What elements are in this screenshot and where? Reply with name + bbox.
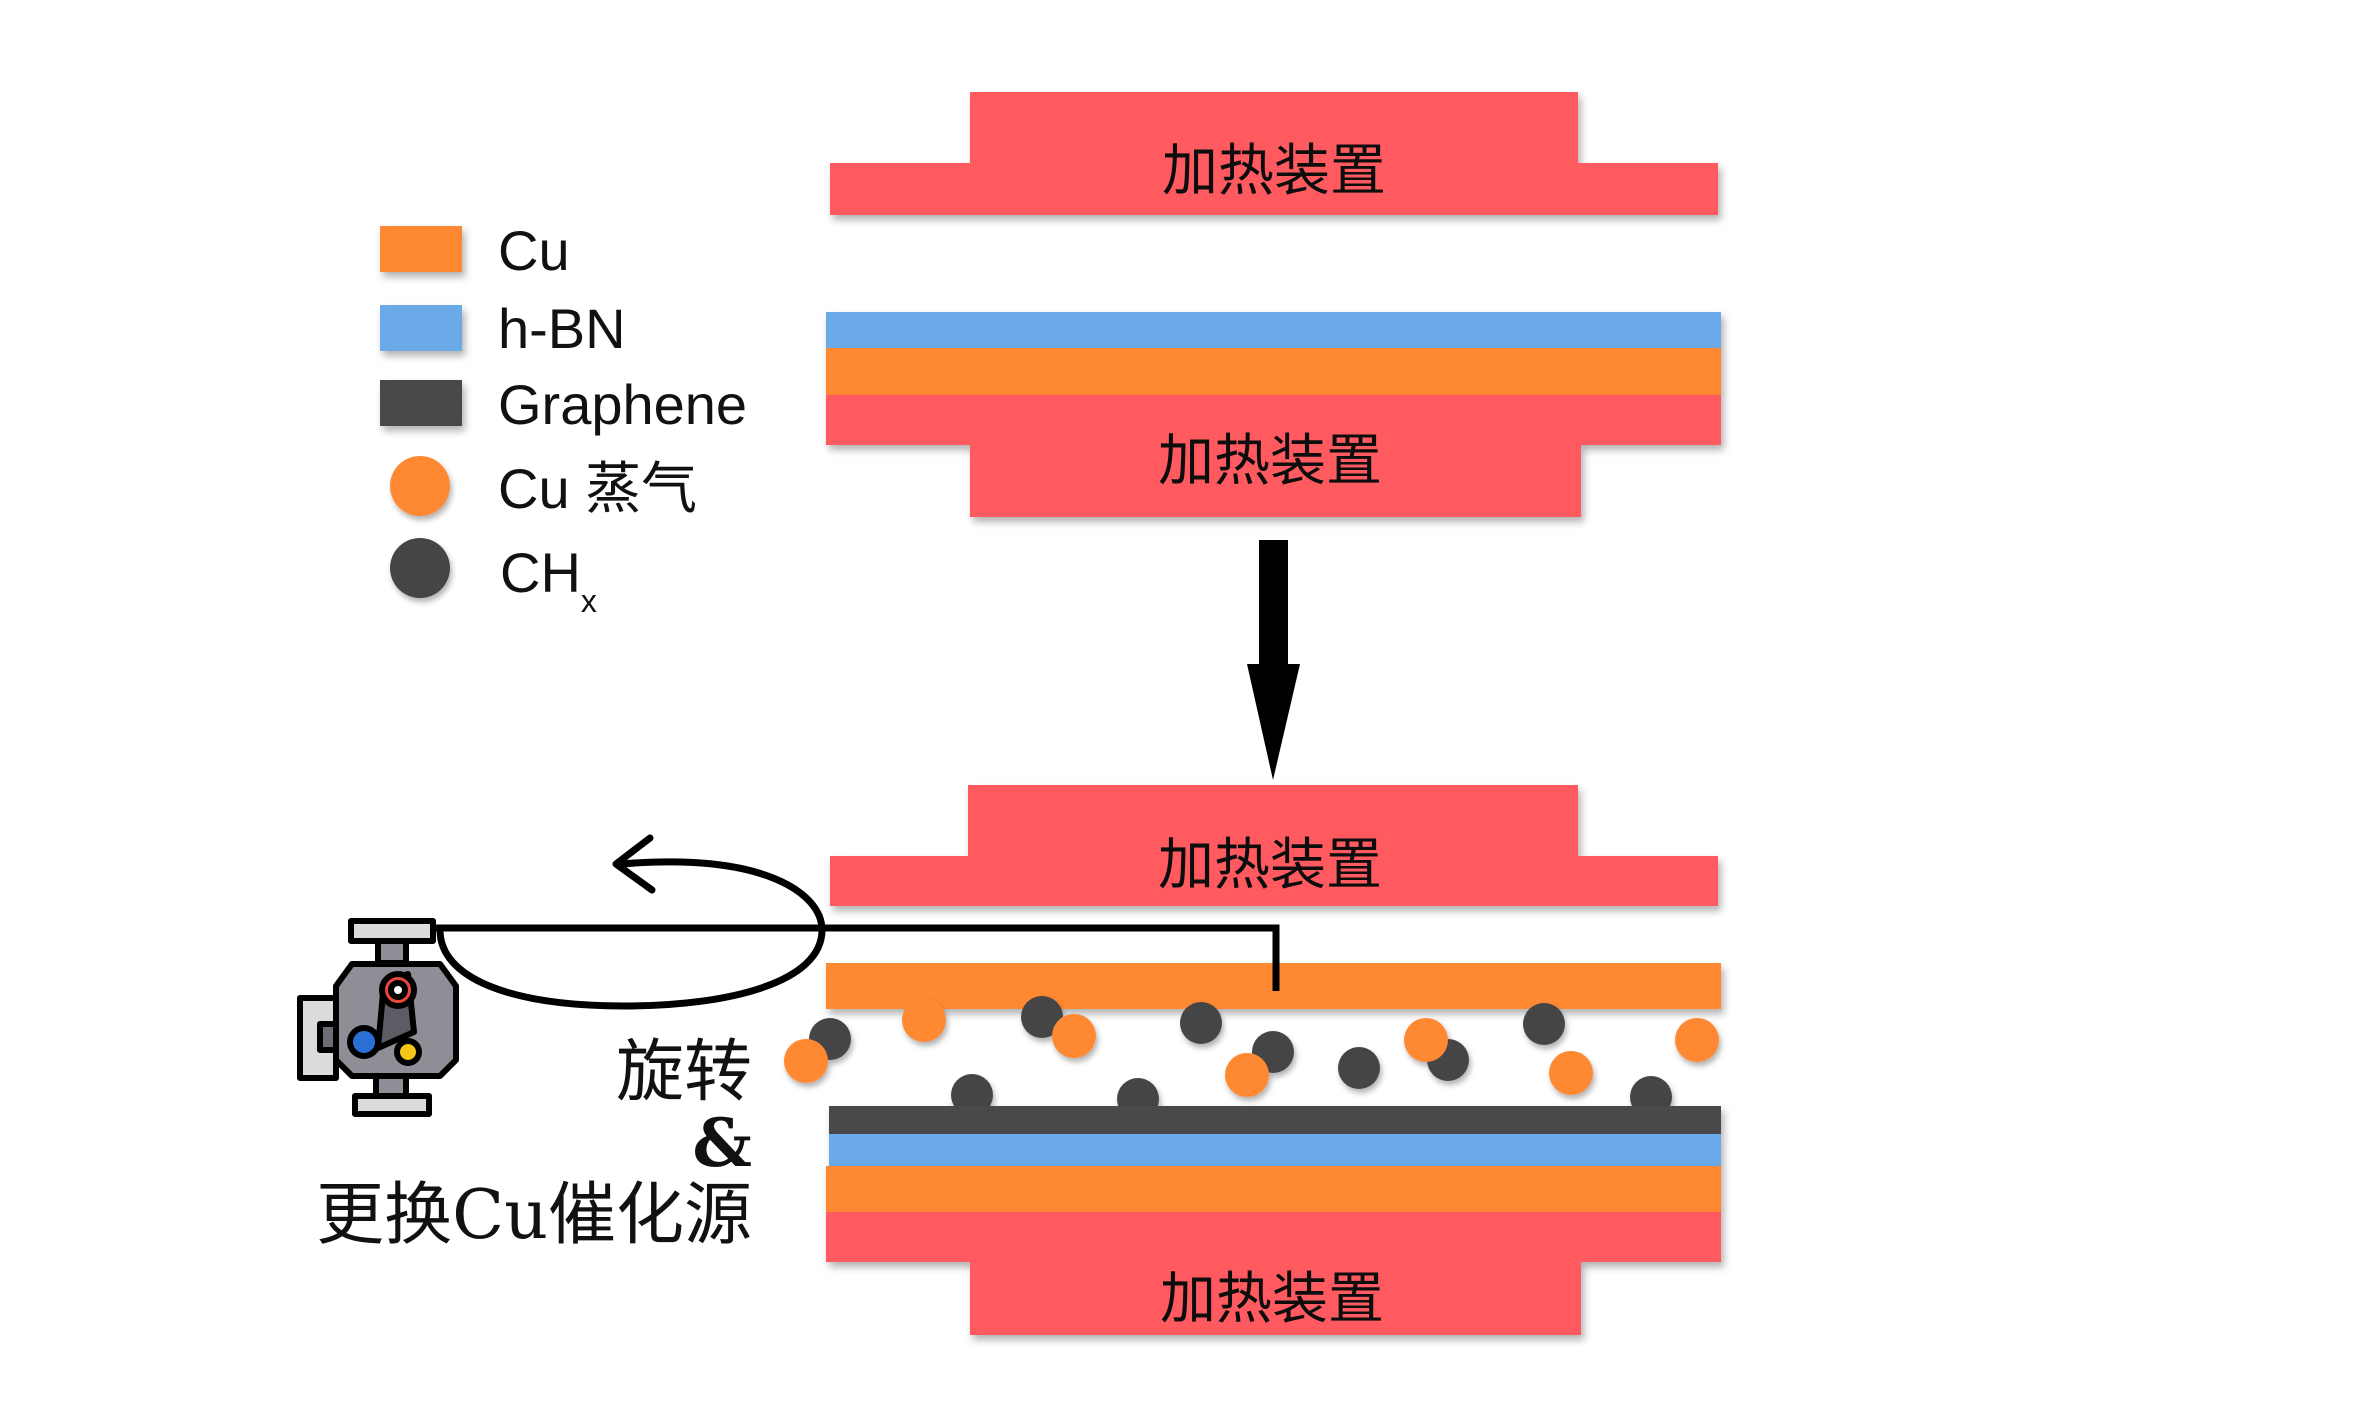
heater-bottom-2-shape [826,1212,1721,1335]
heater-top-1-label: 加热装置 [1162,139,1386,204]
ampersand-label: & [692,1104,752,1182]
cu-vapor-particle [784,1039,828,1083]
cu-vapor-particle [1225,1053,1269,1097]
legend-swatch-cu [380,226,462,272]
cu-vapor-particle [1675,1018,1719,1062]
hbn-layer-bottom [829,1134,1721,1166]
graphene-layer [829,1106,1721,1134]
manipulator-arm [428,924,1280,991]
legend-label-chx-main: CH [500,541,581,604]
manipulator-pulley-blue [347,1025,381,1059]
heater-top-1-shape [830,92,1718,215]
legend-item-chx: CHx [390,538,597,619]
bottom-stage: 加热装置 [784,785,1721,1335]
down-arrow-head [1247,664,1300,780]
heater-bottom-1: 加热装置 [830,785,1718,906]
legend-swatch-hbn [380,305,462,351]
top-stage: 加热装置 加热装置 [826,92,1721,517]
down-arrow-icon [1247,540,1300,780]
manipulator-pulley-yellow [394,1038,422,1066]
hbn-layer-top [826,312,1721,348]
heater-top-1: 加热装置 [830,92,1718,215]
legend-label-chx-subscript: x [581,583,597,619]
legend-item-graphene: Graphene [380,373,747,436]
rotation-loop [436,858,826,1010]
rotate-label: 旋转 [616,1033,752,1112]
legend-item-cu-vapor: Cu 蒸气 [390,456,697,520]
legend-label-chx: CHx [500,541,597,619]
heater-bottom-1-label: 加热装置 [1158,833,1382,898]
legend-item-cu: Cu [380,219,570,282]
manipulator-side-knob [317,1021,339,1053]
particle-cloud [784,996,1719,1120]
legend-swatch-cu-vapor [390,456,450,516]
cu-vapor-particle [902,998,946,1042]
legend-item-hbn: h-BN [380,297,626,360]
heater-top-2-label: 加热装置 [1158,429,1382,494]
cu-layer-bottom [826,1166,1721,1212]
legend-label-hbn: h-BN [498,297,626,360]
legend: Cu h-BN Graphene Cu 蒸气 CHx [380,219,747,619]
manipulator-foot [352,1093,432,1117]
down-arrow-shaft [1259,540,1288,668]
cu-layer-top [826,348,1721,395]
cu-vapor-particle [1052,1014,1096,1058]
chx-particle [1021,996,1063,1038]
heater-bottom-1-shape [830,785,1718,906]
manipulator-pulley-red-core [388,980,408,1000]
manipulator-handle-post [375,938,409,966]
legend-label-cu-vapor: Cu 蒸气 [498,457,697,520]
replace-cu-source-label: 更换Cu催化源 [316,1176,752,1255]
rotation-arrow-icon [428,834,1280,1010]
heater-top-2-shape [826,395,1721,517]
heater-top-2: 加热装置 [826,395,1721,517]
chx-particle [951,1074,993,1116]
operation-labels: 旋转 & 更换Cu催化源 [316,1033,752,1255]
chx-particle [1338,1047,1380,1089]
legend-label-cu: Cu [498,219,570,282]
rotation-arrowhead [612,834,656,894]
legend-swatch-graphene [380,380,462,426]
legend-swatch-chx [390,538,450,598]
chx-particle [1180,1002,1222,1044]
heater-bottom-2-label: 加热装置 [1160,1267,1384,1332]
heater-bottom-2: 加热装置 [826,1212,1721,1335]
chx-particle [1523,1003,1565,1045]
cu-vapor-particle [1549,1051,1593,1095]
cu-vapor-particle [1404,1018,1448,1062]
manipulator-icon[interactable] [297,918,459,1117]
legend-label-graphene: Graphene [498,373,747,436]
